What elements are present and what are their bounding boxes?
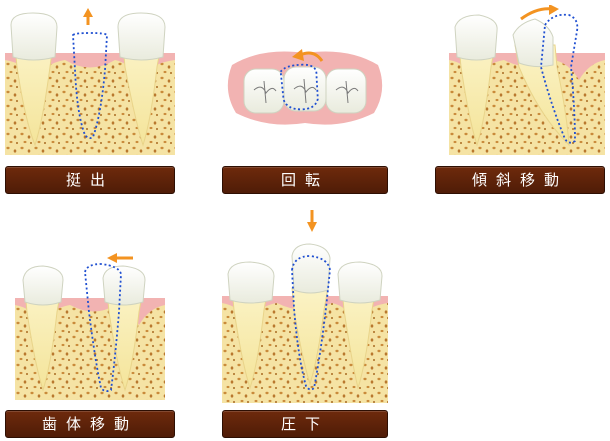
tooth-root-left — [24, 289, 62, 392]
label-tipping: 傾斜移動 — [435, 166, 605, 194]
tooth-crown-moved — [102, 265, 146, 306]
extrusion-diagram — [5, 5, 175, 155]
moved-tooth-outline — [291, 255, 331, 391]
label-bodily-movement: 歯体移動 — [5, 410, 175, 438]
tooth-root-moved — [106, 289, 144, 392]
tooth-crown-left — [22, 265, 64, 306]
moved-tooth-outline — [72, 32, 108, 140]
tipping-diagram — [449, 5, 605, 155]
tooth-crown-left — [227, 261, 275, 304]
moved-tooth-outline — [84, 263, 122, 393]
label-extrusion: 挺出 — [5, 166, 175, 194]
tooth-crown-right — [337, 261, 383, 304]
tooth-root-left — [231, 287, 269, 390]
tooth-root-center — [291, 287, 329, 386]
moved-tooth-outline — [540, 13, 579, 144]
tooth-occlusal-right — [325, 68, 367, 114]
tooth-crown-tipped — [512, 18, 554, 68]
tooth-root-right — [341, 287, 377, 390]
tooth-root-left — [458, 44, 496, 147]
label-intrusion: 圧下 — [222, 410, 388, 438]
label-rotation: 回転 — [222, 166, 388, 194]
rotated-tooth-outline — [279, 63, 319, 111]
tip-arrow-icon — [520, 7, 554, 21]
intrusion-diagram — [222, 208, 388, 403]
tooth-root-tipped — [514, 44, 570, 147]
tooth-crown-left — [10, 12, 58, 61]
tooth-crown-center — [291, 243, 331, 294]
tooth-crown-right — [117, 12, 166, 61]
bodily-movement-diagram — [15, 250, 165, 400]
tooth-crown-left — [454, 14, 498, 61]
tooth-occlusal-left — [243, 68, 285, 114]
rotation-diagram — [222, 45, 388, 130]
tooth-root-right — [122, 44, 162, 147]
tooth-root-left — [14, 44, 54, 147]
